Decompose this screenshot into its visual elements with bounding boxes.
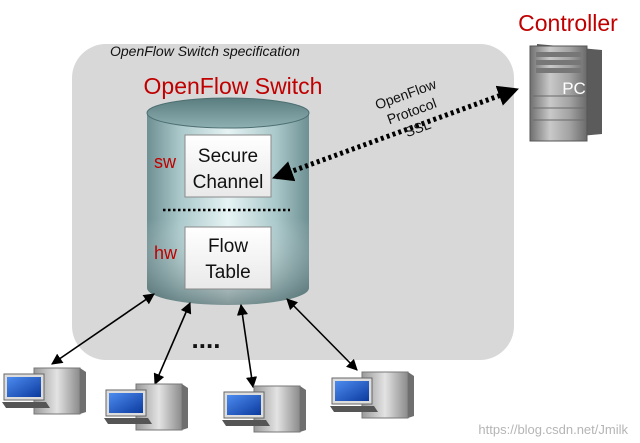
host-computer-icon-1	[2, 367, 86, 415]
host-computer-icon-2	[104, 383, 188, 431]
flow-table-line1: Flow	[208, 236, 248, 257]
hw-tag: hw	[154, 243, 178, 263]
host-computer-icon-4	[330, 371, 414, 419]
secure-channel-box	[184, 134, 272, 198]
openflow-link	[272, 85, 519, 182]
host-link-1	[51, 293, 155, 365]
watermark: https://blog.csdn.net/Jmilk	[478, 422, 628, 437]
host-link-2	[153, 301, 192, 386]
controller-server-icon	[529, 44, 602, 142]
controller-title: Controller	[518, 10, 618, 36]
host-ellipsis: ....	[192, 324, 221, 354]
host-computer-icon-3	[222, 385, 306, 433]
flow-table-box	[184, 226, 272, 290]
host-link-4	[286, 298, 358, 371]
secure-channel-line1: Secure	[198, 146, 258, 167]
flow-table-line2: Table	[205, 262, 250, 283]
spec-label: OpenFlow Switch specification	[110, 43, 300, 59]
switch-title: OpenFlow Switch	[144, 73, 323, 99]
pc-label: PC	[562, 79, 586, 98]
host-link-3	[236, 303, 258, 389]
secure-channel-line2: Channel	[193, 172, 264, 193]
sw-tag: sw	[154, 152, 177, 172]
